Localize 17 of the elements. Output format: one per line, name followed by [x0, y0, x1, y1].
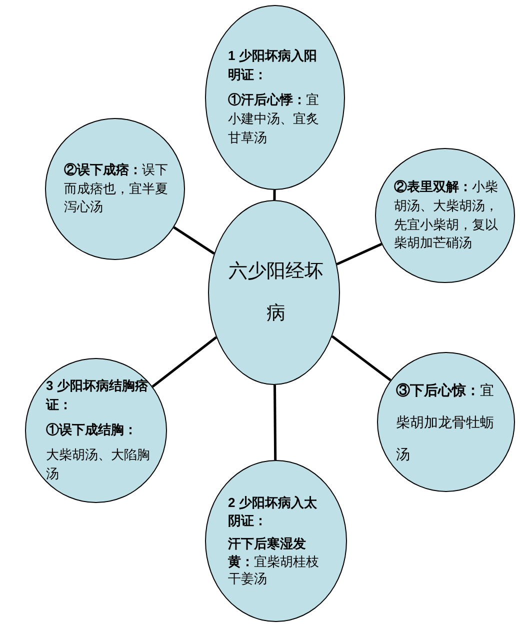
connector-line	[152, 336, 218, 388]
node-text: 汗下后寒湿发黄：宜柴胡桂枝干姜汤	[228, 535, 320, 588]
node-text: ②表里双解：小柴胡汤、大柴胡汤，先宜小柴胡，复以柴胡加芒硝汤	[394, 178, 499, 252]
connector-line	[273, 190, 276, 200]
node-text: ①汗后心悸：宜小建中汤、宜炙甘草汤	[228, 91, 320, 147]
connector-line	[331, 335, 392, 382]
node-text: 大柴胡汤、大陷胸汤	[46, 446, 150, 483]
connector-line	[173, 226, 215, 255]
connector-line	[274, 384, 277, 460]
node-text: 1 少阳坏病入阳明证：	[228, 47, 318, 84]
node-text: 3 少阳坏病结胸痞证：	[46, 377, 149, 414]
connector-line	[336, 242, 382, 266]
node-text: 六少阳经坏病	[228, 260, 324, 326]
node-text: ③下后心惊：宜柴胡加龙骨牡蛎汤	[396, 380, 495, 464]
node-text: ②误下成痞：误下而成痞也，宜半夏泻心汤	[64, 160, 169, 216]
node-text: ①误下成结胸：	[46, 421, 138, 440]
node-text: 2 少阳坏病入太阴证：	[228, 494, 318, 530]
